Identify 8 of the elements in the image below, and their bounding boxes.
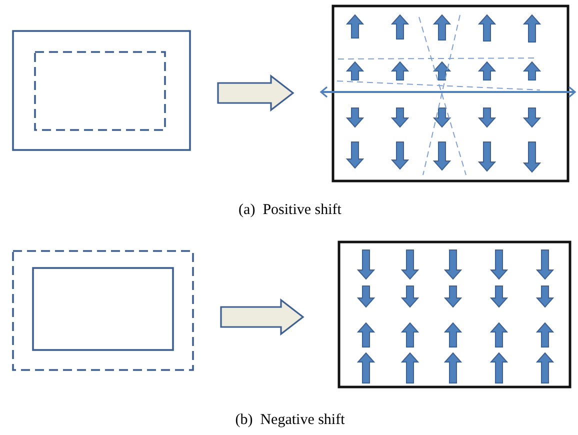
caption: (a) Positive shift	[238, 202, 342, 219]
nested-rectangles-drawing	[12, 30, 191, 151]
nested-rectangles-drawing	[12, 250, 194, 371]
caption: (b) Negative shift	[235, 412, 345, 429]
block-arrow	[220, 298, 304, 336]
arrow-field-drawing	[318, 5, 578, 182]
block-arrow	[217, 74, 294, 112]
arrow-field-drawing	[338, 241, 571, 388]
